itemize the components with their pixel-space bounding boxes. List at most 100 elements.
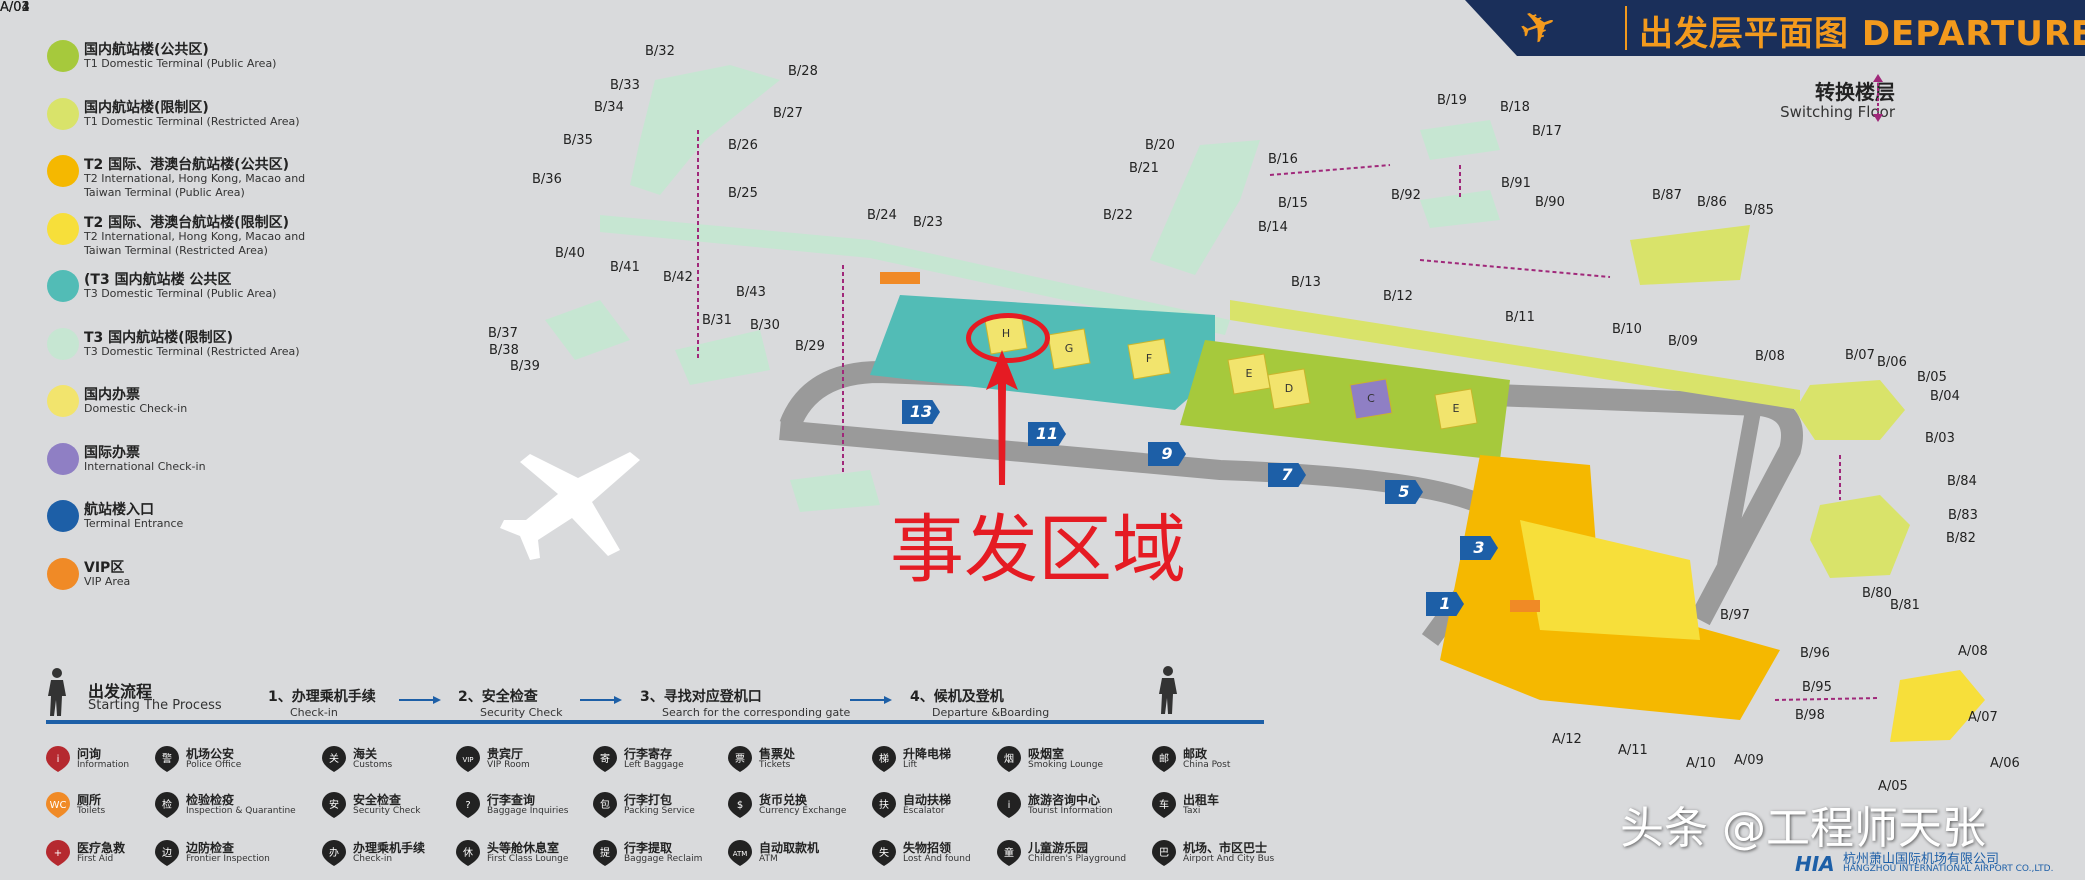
service-label-cn: 厕所 [77, 793, 102, 807]
gate-label: B/38 [489, 343, 519, 358]
legend-item: T2 国际、港澳台航站楼(限制区)T2 International, Hong … [44, 207, 334, 257]
gate-label: B/97 [1720, 608, 1750, 623]
terminal-entrance-marker: 5 [1385, 480, 1423, 504]
legend-label-cn: T2 国际、港澳台航站楼(限制区) [84, 214, 289, 231]
terminal-entrance-marker: 1 [1426, 592, 1464, 616]
t3-public-area [870, 295, 1215, 410]
legend-label-en: VIP Area [84, 574, 131, 588]
t3-north-pier [630, 65, 780, 195]
service-label-en: ATM [759, 854, 778, 864]
gate-label: A/12 [1552, 732, 1582, 747]
gate-label: B/83 [1948, 508, 1978, 523]
legend-label-cn: T2 国际、港澳台航站楼(公共区) [84, 157, 289, 173]
atm-icon: ATM [728, 840, 752, 866]
tourist-info-icon: i [997, 792, 1021, 818]
gate-label: A/01 [0, 0, 30, 15]
legend-swatch [47, 442, 79, 475]
gate-label: B/22 [1103, 208, 1133, 223]
service-label-cn: 检验检疫 [186, 793, 235, 807]
gate-label: A/03 [0, 0, 30, 15]
switching-floor-en: Switching Floor [1780, 103, 1895, 121]
tickets-icon: 票 [728, 746, 752, 772]
service-label-cn: 自动取款机 [759, 841, 820, 855]
hia-logo: HIA [1795, 852, 1835, 876]
service-label-cn: 贵宾厅 [487, 747, 524, 761]
svg-text:$: $ [737, 800, 743, 811]
operator-name-cn: 杭州萧山国际机场有限公司 [1843, 852, 2000, 867]
svg-text:提: 提 [600, 847, 610, 859]
customs-icon: 关 [322, 746, 346, 772]
gate-label: B/92 [1391, 188, 1421, 203]
legend-swatch [47, 212, 79, 245]
walking-person-icon [48, 668, 66, 716]
process-step-boarding: 4、候机及登机 Departure &Boarding [910, 689, 1050, 719]
service-label-cn: 安全检查 [353, 793, 402, 807]
service-label-en: Check-in [353, 854, 393, 864]
gate-label: B/19 [1437, 93, 1467, 108]
legend-swatch [47, 557, 79, 590]
gate-label: B/31 [702, 313, 732, 328]
legend-label-cn: VIP区 [84, 559, 125, 576]
gate-label: B/39 [510, 359, 540, 374]
t1-restricted-concourse [1230, 300, 1800, 410]
lift-icon: 梯 [872, 746, 896, 772]
terminal-entrance-marker: 7 [1268, 463, 1306, 487]
service-label-en: Taxi [1183, 806, 1201, 816]
service-label-en: Packing Service [624, 806, 695, 816]
watermark: 头条 @工程师天张 [1620, 803, 1986, 854]
legend-swatch [47, 155, 79, 187]
arrow-right-icon [399, 696, 441, 704]
check-in-island-label: C [1367, 392, 1375, 405]
gate-label: B/16 [1268, 152, 1298, 167]
gate-label: B/81 [1890, 598, 1920, 613]
walking-person-icon [1159, 666, 1177, 714]
service-label-en: Escalator [903, 806, 945, 816]
service-label-en: First Class Lounge [487, 854, 569, 864]
gate-label: B/14 [1258, 220, 1288, 235]
t3-south-pier [790, 470, 880, 512]
gate-label: B/07 [1845, 348, 1875, 363]
gate-label: B/36 [532, 172, 562, 187]
switching-floor-arrow-icon [1873, 74, 1883, 122]
terminal-entrance-marker: 11 [1028, 422, 1066, 446]
process-step-security: 2、安全检查 Security Check [458, 689, 563, 719]
check-in-island-label: E [1453, 402, 1460, 415]
service-label-en: Left Baggage [624, 760, 684, 770]
terminal-entrance-marker: 9 [1148, 442, 1186, 466]
legend-label-en: T2 International, Hong Kong, Macao and T… [84, 172, 306, 199]
t3-restricted-concourse [600, 215, 1230, 335]
gate-label: A/07 [1968, 710, 1998, 725]
gate-label: B/11 [1505, 310, 1535, 325]
service-label-cn: 吸烟室 [1028, 747, 1065, 761]
first-aid-icon: + [46, 840, 70, 866]
t3-remote-pier-1 [1420, 120, 1500, 160]
svg-text:车: 车 [1159, 798, 1169, 811]
legend-item: 国内航站楼(限制区)T1 Domestic Terminal (Restrict… [44, 92, 334, 142]
svg-text:巴: 巴 [1159, 847, 1169, 859]
svg-text:安: 安 [329, 798, 339, 811]
svg-text:ATM: ATM [733, 850, 748, 858]
legend-label-en: Domestic Check-in [84, 402, 188, 415]
gate-label: B/23 [913, 215, 943, 230]
police-icon: 警 [155, 746, 179, 772]
svg-text:邮: 邮 [1159, 752, 1169, 765]
t3-sw-pier [675, 330, 770, 385]
quarantine-icon: 检 [155, 792, 179, 818]
svg-text:寄: 寄 [600, 752, 610, 765]
info-icon: i [46, 746, 70, 772]
service-label-en: Airport And City Bus [1183, 854, 1275, 864]
svg-text:检: 检 [162, 798, 172, 811]
t3-remote-pier-2 [1420, 190, 1500, 228]
gate-label: B/15 [1278, 196, 1308, 211]
service-label-en: Children's Playground [1028, 854, 1127, 864]
